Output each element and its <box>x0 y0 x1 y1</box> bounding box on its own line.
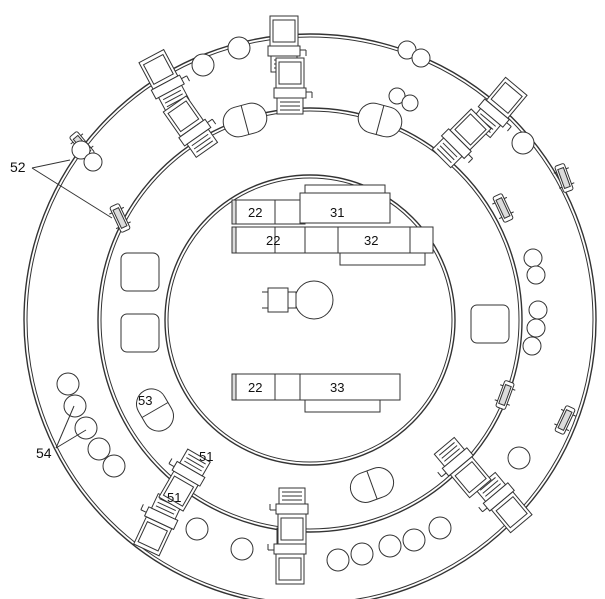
callout-51-upper: 51 <box>199 449 213 464</box>
middle-ring-inner-line <box>100 110 520 530</box>
leader-54-b <box>55 429 87 449</box>
center-actuator <box>262 280 334 320</box>
inner-disk-inner-line <box>167 177 453 463</box>
table-code-32: 32 <box>364 233 378 248</box>
middle-ring <box>97 107 523 533</box>
table-label-22-b: 22 <box>266 233 280 248</box>
inner-disk <box>164 174 456 466</box>
table-33-assembly <box>231 373 401 413</box>
table-31-assembly <box>231 184 391 225</box>
table-code-33: 33 <box>330 380 344 395</box>
outer-ring-outer-edge-inner-line <box>26 36 594 599</box>
table-32-assembly <box>231 226 434 266</box>
outer-ring-outer-edge <box>23 33 597 599</box>
callout-52: 52 <box>10 159 26 175</box>
leader-52-a <box>31 159 71 169</box>
table-label-22-c: 22 <box>248 380 262 395</box>
callout-51-lower: 51 <box>167 490 181 505</box>
leader-52-b <box>31 167 113 219</box>
table-label-22-a: 22 <box>248 205 262 220</box>
callout-53: 53 <box>138 393 152 408</box>
table-code-31: 31 <box>330 205 344 220</box>
vial-group <box>56 36 548 572</box>
callout-54: 54 <box>36 445 52 461</box>
pad-group <box>120 252 510 353</box>
leader-54-a <box>55 405 75 449</box>
